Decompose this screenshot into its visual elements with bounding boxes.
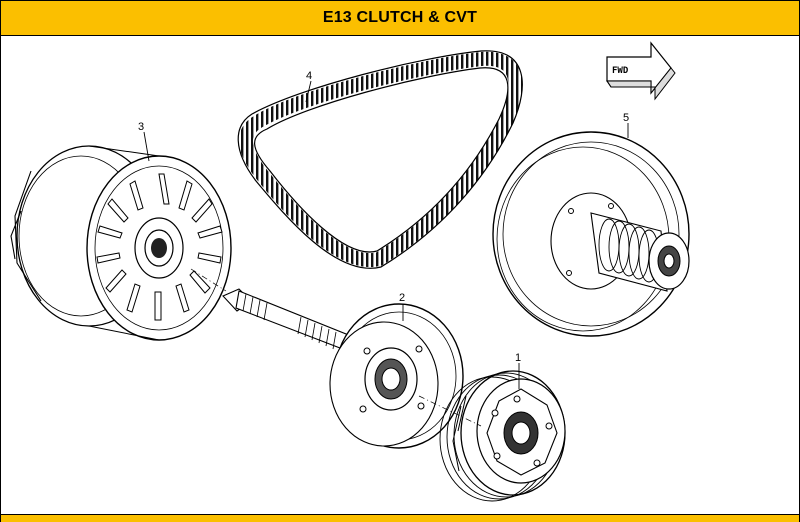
- fwd-arrow-icon: FWD: [606, 41, 676, 101]
- clutch-housing-part: [222, 288, 464, 449]
- callout-2-number: 2: [399, 292, 405, 304]
- title-bar: E13 CLUTCH & CVT: [1, 1, 799, 36]
- callout-3: 3: [138, 121, 150, 162]
- callout-1: 1: [515, 352, 521, 389]
- exploded-diagram: FWD: [10, 41, 690, 502]
- belt-part: [237, 50, 523, 269]
- driven-pulley-part: [492, 131, 690, 337]
- callout-5-number: 5: [623, 112, 629, 124]
- fwd-label: FWD: [612, 66, 629, 76]
- footer-bar: [1, 514, 799, 522]
- callout-3-number: 3: [138, 121, 144, 133]
- callout-4: 4: [305, 70, 312, 103]
- page-title: E13 CLUTCH & CVT: [322, 9, 478, 26]
- callout-4-number: 4: [306, 70, 312, 82]
- assembly-axis: [190, 268, 482, 427]
- drive-pulley-part: [10, 145, 232, 341]
- callout-5: 5: [623, 112, 629, 138]
- callout-1-number: 1: [515, 352, 521, 364]
- clutch-part: [439, 370, 566, 502]
- callout-2: 2: [399, 292, 405, 321]
